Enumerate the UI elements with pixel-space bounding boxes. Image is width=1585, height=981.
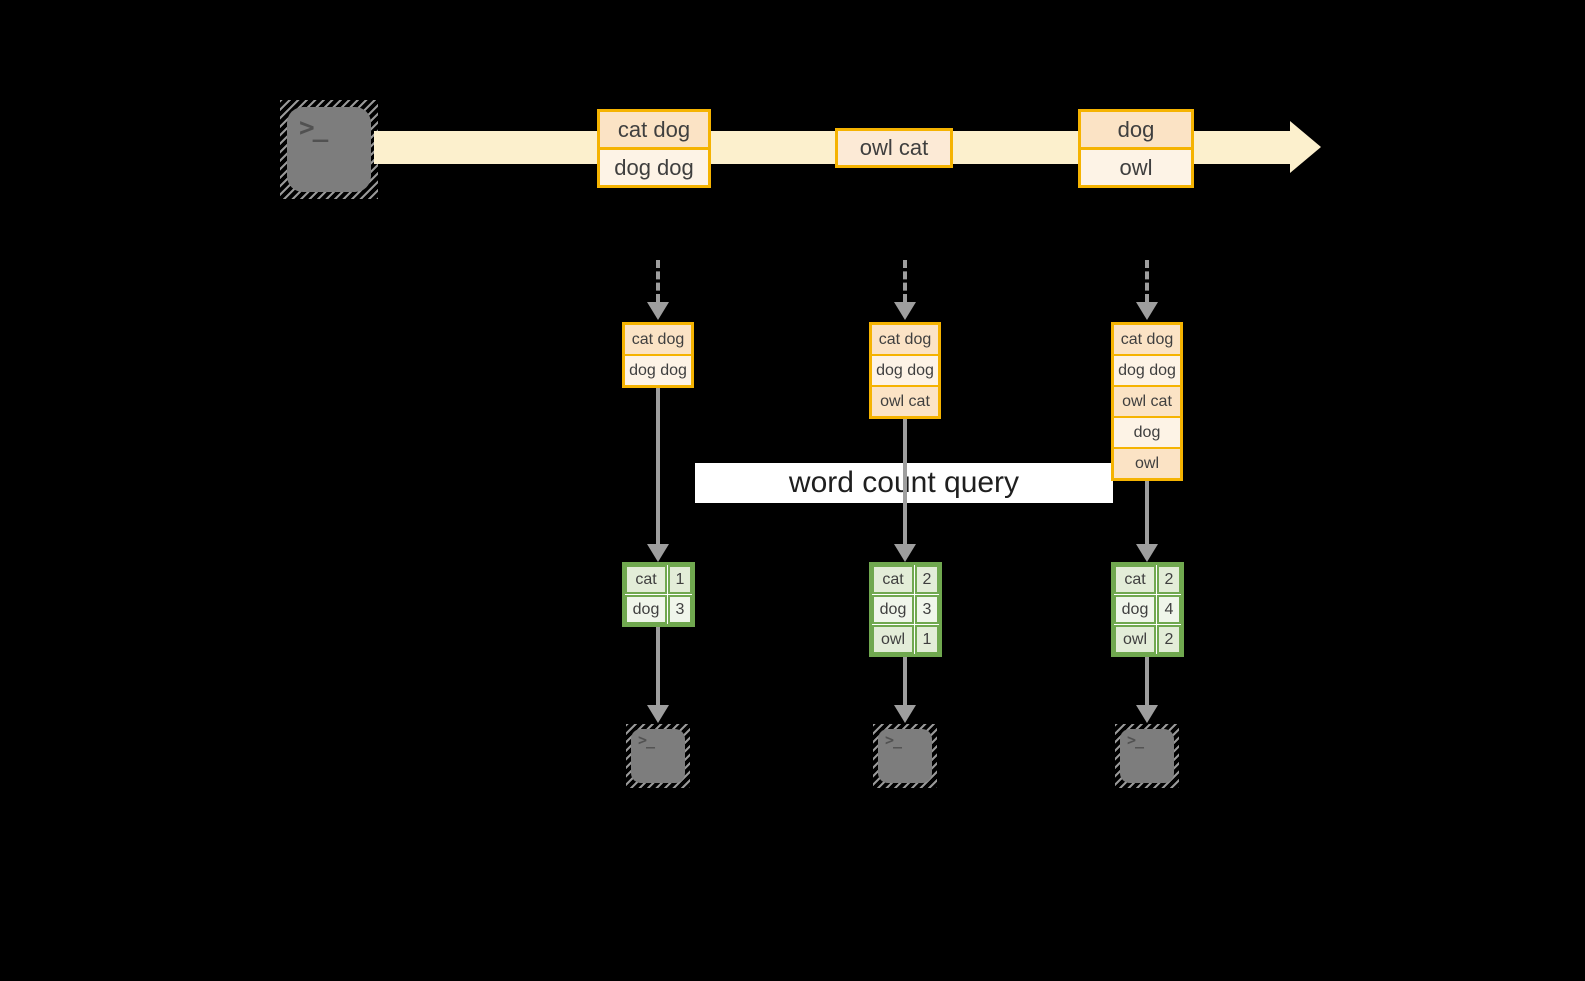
stream-event-1: cat dog dog dog — [597, 109, 711, 188]
count-word-cell: cat — [1114, 565, 1156, 594]
buffer-row: dog dog — [872, 356, 938, 385]
terminal-prompt-glyph: >_ — [885, 731, 902, 749]
count-table-3: cat 2 dog 4 owl 2 — [1111, 562, 1184, 657]
count-word-cell: cat — [872, 565, 914, 594]
count-value-cell: 1 — [668, 565, 692, 594]
terminal-icon: >_ — [287, 107, 371, 192]
arrowhead-icon — [1136, 705, 1158, 723]
dashed-arrow-line — [656, 260, 660, 302]
count-word-cell: owl — [872, 625, 914, 654]
buffer-row: cat dog — [625, 325, 691, 354]
terminal-prompt-glyph: >_ — [1127, 731, 1144, 749]
count-value-cell: 1 — [915, 625, 939, 654]
stream-event-row: owl cat — [838, 131, 950, 165]
event-buffer-3: cat dog dog dog owl cat dog owl — [1111, 322, 1183, 481]
arrow-line — [1145, 657, 1149, 707]
count-value-cell: 2 — [915, 565, 939, 594]
buffer-row: owl cat — [872, 387, 938, 416]
stream-event-row: owl — [1081, 150, 1191, 185]
event-buffer-2: cat dog dog dog owl cat — [869, 322, 941, 419]
stream-event-2: owl cat — [835, 128, 953, 168]
arrow-line — [1145, 481, 1149, 546]
count-value-cell: 3 — [668, 595, 692, 624]
count-word-cell: dog — [872, 595, 914, 624]
stream-arrowhead-icon — [1290, 121, 1321, 173]
count-word-cell: owl — [1114, 625, 1156, 654]
arrow-line — [903, 657, 907, 707]
buffer-row: dog — [1114, 418, 1180, 447]
sink-terminal-icon-2: >_ — [873, 724, 937, 788]
arrowhead-icon — [894, 302, 916, 320]
count-table-2: cat 2 dog 3 owl 1 — [869, 562, 942, 657]
buffer-row: owl — [1114, 449, 1180, 478]
arrowhead-icon — [894, 544, 916, 562]
arrowhead-icon — [647, 544, 669, 562]
event-buffer-1: cat dog dog dog — [622, 322, 694, 388]
dashed-arrow-line — [903, 260, 907, 302]
arrowhead-icon — [647, 302, 669, 320]
stream-event-3: dog owl — [1078, 109, 1194, 188]
arrowhead-icon — [1136, 544, 1158, 562]
source-terminal-icon: >_ — [280, 100, 378, 199]
stream-event-row: cat dog — [600, 112, 708, 147]
buffer-row: dog dog — [1114, 356, 1180, 385]
count-value-cell: 2 — [1157, 565, 1181, 594]
count-word-cell: dog — [1114, 595, 1156, 624]
stream-event-row: dog dog — [600, 150, 708, 185]
arrowhead-icon — [647, 705, 669, 723]
terminal-prompt-glyph: >_ — [299, 113, 328, 143]
buffer-row: cat dog — [1114, 325, 1180, 354]
count-table-1: cat 1 dog 3 — [622, 562, 695, 627]
count-word-cell: cat — [625, 565, 667, 594]
sink-terminal-icon-1: >_ — [626, 724, 690, 788]
count-value-cell: 2 — [1157, 625, 1181, 654]
arrowhead-icon — [1136, 302, 1158, 320]
buffer-row: dog dog — [625, 356, 691, 385]
arrow-line — [656, 388, 660, 546]
arrowhead-icon — [894, 705, 916, 723]
buffer-row: owl cat — [1114, 387, 1180, 416]
stream-event-row: dog — [1081, 112, 1191, 147]
buffer-row: cat dog — [872, 325, 938, 354]
sink-terminal-icon-3: >_ — [1115, 724, 1179, 788]
count-value-cell: 3 — [915, 595, 939, 624]
count-word-cell: dog — [625, 595, 667, 624]
terminal-icon: >_ — [878, 729, 932, 783]
terminal-icon: >_ — [1120, 729, 1174, 783]
terminal-prompt-glyph: >_ — [638, 731, 655, 749]
arrow-line — [903, 419, 907, 546]
terminal-icon: >_ — [631, 729, 685, 783]
dashed-arrow-line — [1145, 260, 1149, 302]
count-value-cell: 4 — [1157, 595, 1181, 624]
arrow-line — [656, 627, 660, 707]
